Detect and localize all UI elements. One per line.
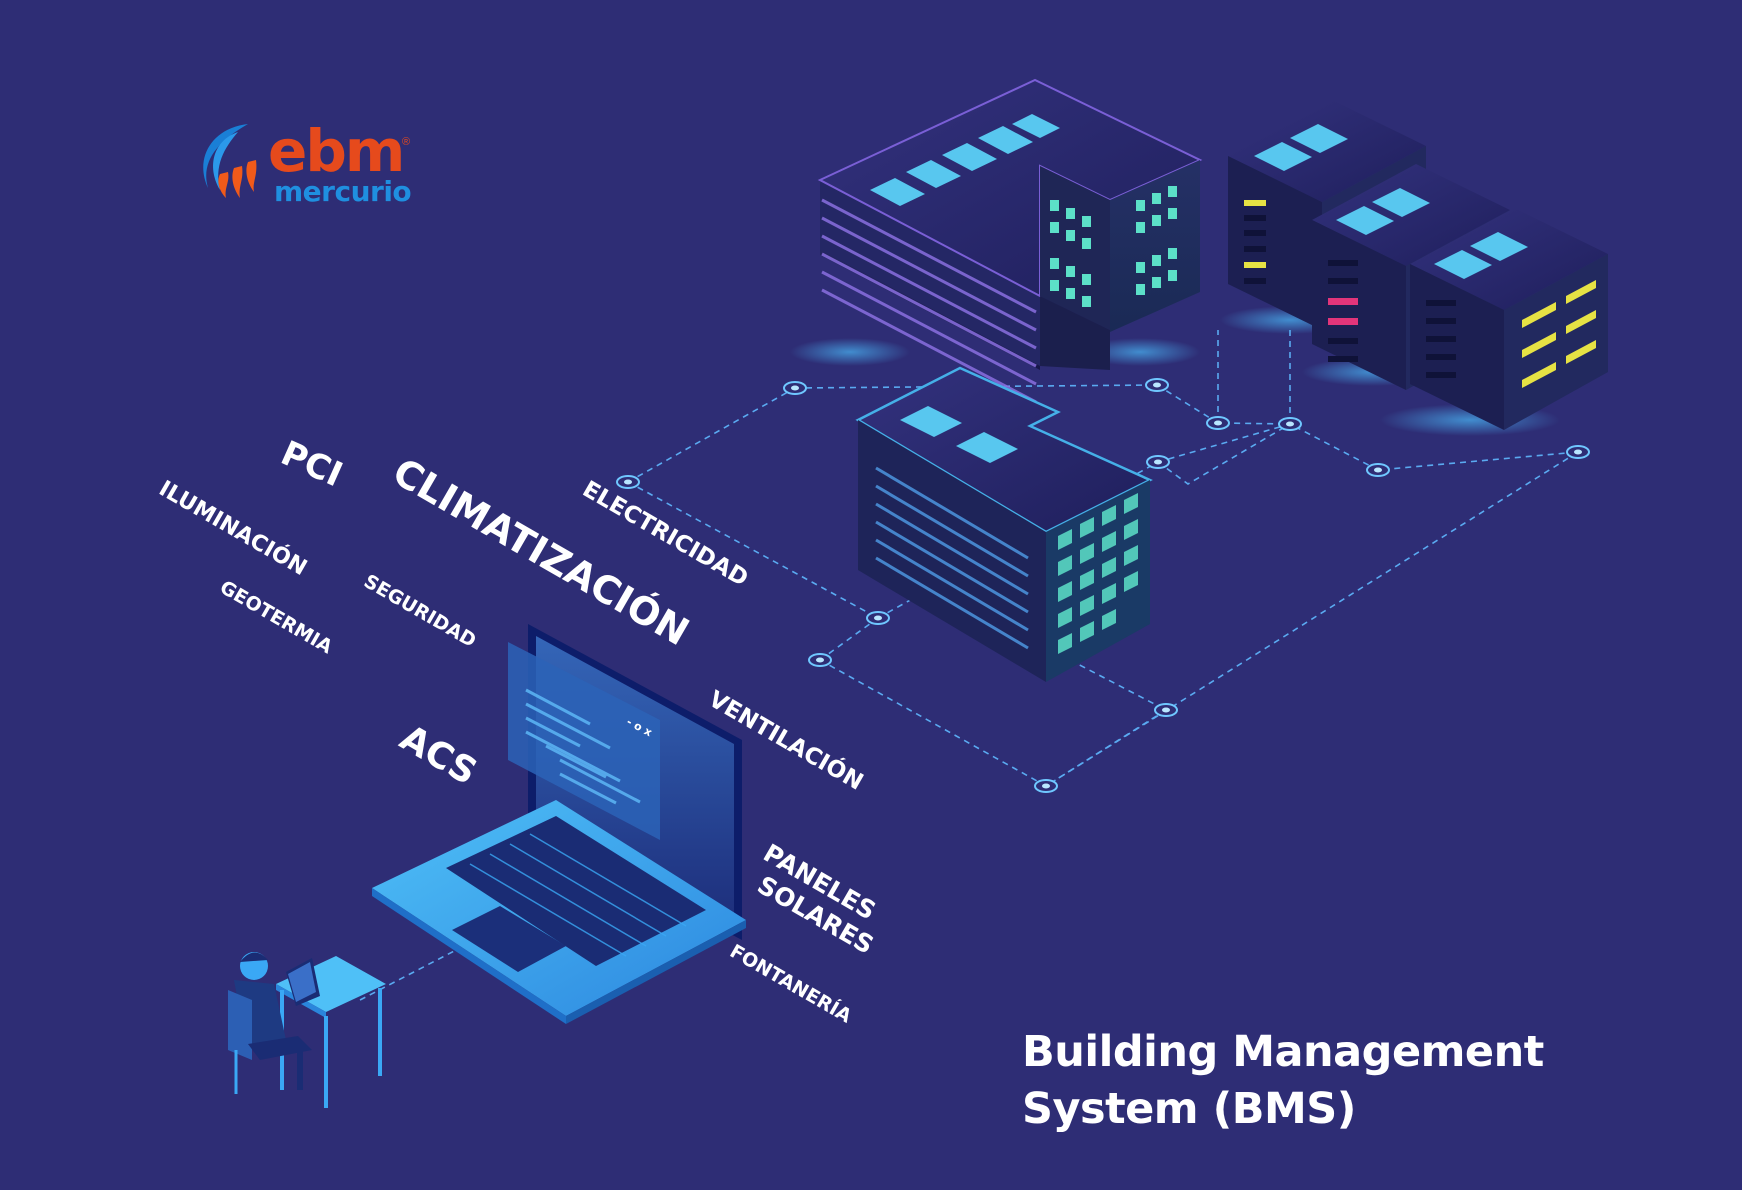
brand-name: ebm <box>268 117 405 185</box>
office-building-icon <box>855 366 1153 682</box>
network-node-icon <box>616 378 1590 793</box>
ebm-mercurio-logo: ebm ® mercurio <box>190 118 430 218</box>
office-building-icon <box>790 78 1203 404</box>
server-tower-icon <box>1220 100 1608 436</box>
laptop-icon <box>372 624 746 1024</box>
title-line-2: System (BMS) <box>1022 1084 1356 1134</box>
registered-mark: ® <box>402 136 411 148</box>
operator-at-desk-icon <box>228 952 386 1108</box>
brand-subname: mercurio <box>274 175 412 208</box>
title-line-1: Building Management <box>1022 1027 1544 1077</box>
page-title: Building Management System (BMS) <box>1022 1024 1544 1138</box>
flame-logo-icon <box>203 124 257 198</box>
